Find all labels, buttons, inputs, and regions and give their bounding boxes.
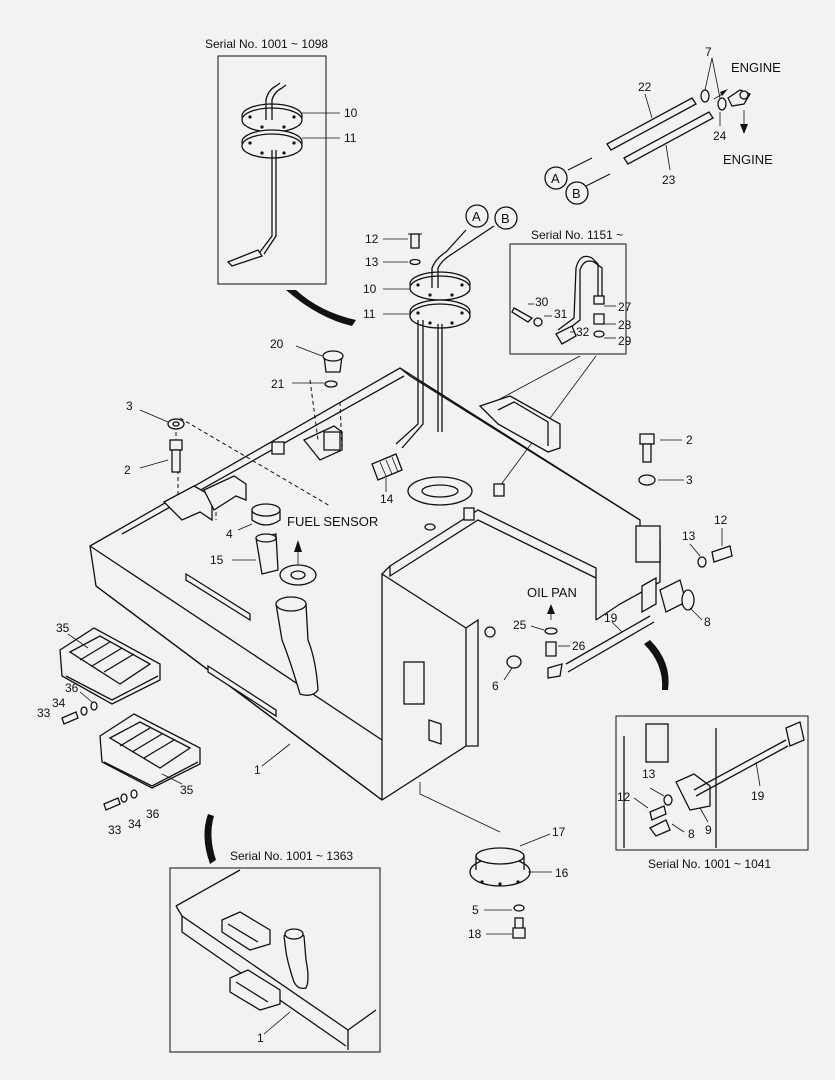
part-label-14: 14 [380, 492, 394, 506]
serial-label-1151: Serial No. 1151 ~ [531, 228, 623, 242]
inset-serial-1001-1363: Serial No. 1001 ~ 1363 1 [169, 849, 381, 1053]
part-label-21: 21 [271, 377, 285, 391]
part-label-3-b: 3 [686, 473, 693, 487]
part-label-33: 33 [37, 706, 51, 720]
part-label-9: 9 [705, 823, 712, 837]
part-label-2-b: 2 [686, 433, 693, 447]
part-label-8: 8 [704, 615, 711, 629]
part-label-28: 28 [618, 318, 632, 332]
part-label-34: 34 [52, 696, 66, 710]
fuel-tank-body: 14 FUEL SENSOR 15 4 [89, 337, 733, 864]
part-label-36: 36 [65, 681, 79, 695]
part-label-1-b: 1 [257, 1031, 264, 1045]
part-label-19-b: 19 [751, 789, 765, 803]
part-label-26: 26 [572, 639, 586, 653]
part-label-17: 17 [552, 825, 566, 839]
inset-serial-1151: Serial No. 1151 ~ 27 28 29 30 31 32 [497, 228, 632, 487]
engine-label-bottom: ENGINE [723, 152, 773, 167]
part-label-29: 29 [618, 334, 632, 348]
part-label-16: 16 [555, 866, 569, 880]
inset-serial-1001-1098: Serial No. 1001 ~ 1098 10 11 [205, 37, 358, 326]
part-label-34-b: 34 [128, 817, 142, 831]
oil-pan-label: OIL PAN [527, 585, 577, 600]
part-label-10: 10 [344, 106, 358, 120]
part-label-3: 3 [126, 399, 133, 413]
circle-label-a-2: A [472, 209, 481, 224]
part-label-10-b: 10 [363, 282, 377, 296]
part-label-7: 7 [705, 45, 712, 59]
part-label-5: 5 [472, 903, 479, 917]
part-label-35: 35 [56, 621, 70, 635]
part-label-15: 15 [210, 553, 224, 567]
circle-label-a: A [551, 171, 560, 186]
curve-arrow-icon [286, 290, 356, 326]
fuel-sender-assembly: 12 13 A B 10 11 [363, 204, 518, 449]
serial-label-1001-1363: Serial No. 1001 ~ 1363 [230, 849, 353, 863]
part-label-22: 22 [638, 80, 652, 94]
fuel-sensor-label: FUEL SENSOR [287, 514, 378, 529]
part-label-24: 24 [713, 129, 727, 143]
part-label-23: 23 [662, 173, 676, 187]
part-label-20: 20 [270, 337, 284, 351]
serial-label-1001-1098: Serial No. 1001 ~ 1098 [205, 37, 328, 51]
serial-label-1001-1041: Serial No. 1001 ~ 1041 [648, 857, 771, 871]
engine-label-top: ENGINE [731, 60, 781, 75]
part-label-25: 25 [513, 618, 527, 632]
part-label-12: 12 [365, 232, 379, 246]
part-label-33-b: 33 [108, 823, 122, 837]
part-label-8-b: 8 [688, 827, 695, 841]
part-label-4: 4 [226, 527, 233, 541]
part-label-36-b: 36 [146, 807, 160, 821]
inset-serial-1001-1041: Serial No. 1001 ~ 1041 13 12 8 9 19 [615, 715, 809, 871]
part-label-18: 18 [468, 927, 482, 941]
curve-arrow-icon [644, 640, 669, 690]
part-label-31: 31 [554, 307, 568, 321]
part-label-6: 6 [492, 679, 499, 693]
engine-hose-group: A B 7 ENGINE ENGINE 24 22 23 [544, 45, 781, 205]
curve-arrow-icon [204, 814, 216, 864]
part-label-12-c: 12 [617, 790, 631, 804]
part-label-32: 32 [576, 325, 590, 339]
part-label-13-b: 13 [682, 529, 696, 543]
part-label-13: 13 [365, 255, 379, 269]
part-label-11: 11 [344, 131, 357, 145]
circle-label-b-2: B [501, 211, 510, 226]
part-label-13-c: 13 [642, 767, 656, 781]
part-label-12-b: 12 [714, 513, 728, 527]
drain-assembly: 17 16 5 18 [468, 825, 569, 941]
part-label-1: 1 [254, 763, 261, 777]
part-label-27: 27 [618, 300, 632, 314]
part-label-2: 2 [124, 463, 131, 477]
steps-left: 35 35 36 34 33 33 34 36 [37, 621, 201, 837]
part-label-19: 19 [604, 611, 618, 625]
part-label-35-b: 35 [180, 783, 194, 797]
part-label-11-b: 11 [363, 307, 376, 321]
part-label-30: 30 [535, 295, 549, 309]
circle-label-b: B [572, 186, 581, 201]
